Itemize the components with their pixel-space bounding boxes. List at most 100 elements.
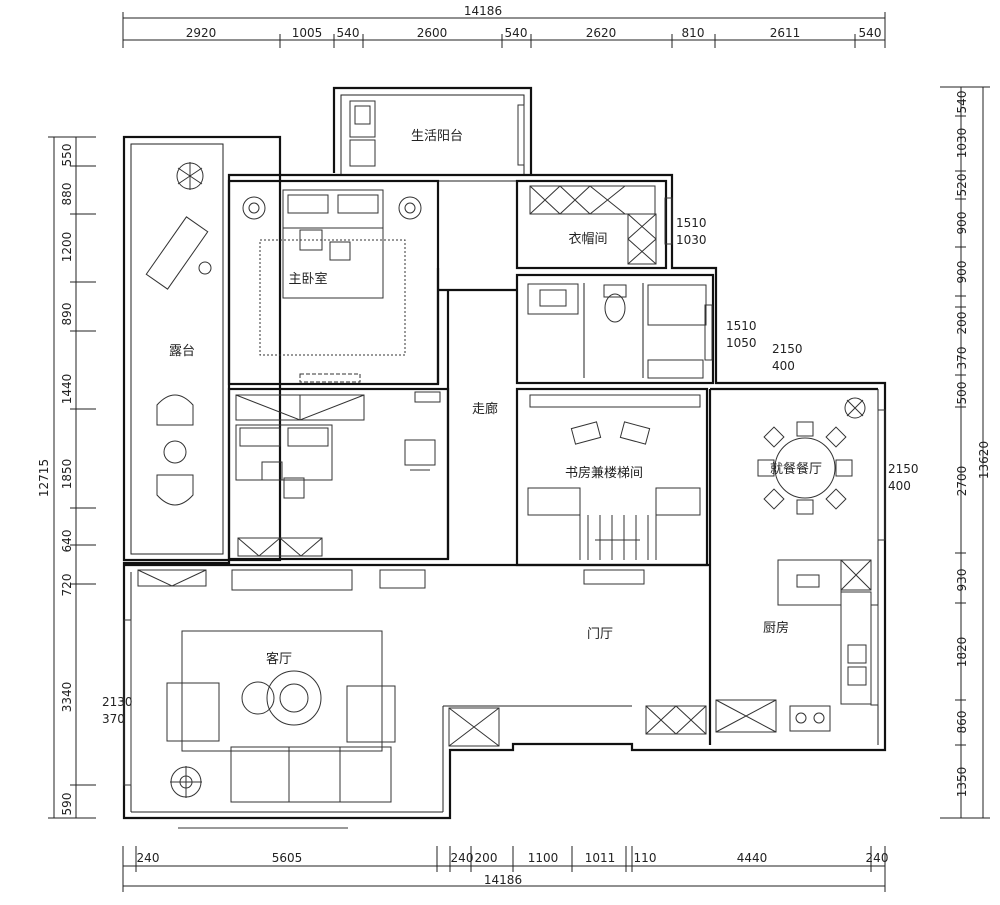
- window-tag-mid-sill: 400: [772, 359, 795, 373]
- sink-icon: [527, 283, 579, 315]
- nightstand-lamp-icon: [242, 196, 266, 220]
- right-dim: 930: [955, 569, 969, 592]
- dining-table-icon: [757, 421, 853, 515]
- top-dim: 2920: [186, 26, 217, 40]
- window-tag-closet-width: 1510: [676, 216, 707, 230]
- window-tag-living-sill: 370: [102, 712, 125, 726]
- sofa-icon: [166, 630, 396, 803]
- nightstand-lamp-icon: [398, 196, 422, 220]
- stove-icon: [789, 705, 831, 732]
- right-dim: 500: [955, 382, 969, 405]
- window-tag-closet-sill: 1030: [676, 233, 707, 247]
- bottom-dim: 200: [475, 851, 498, 865]
- top-dim: 1005: [292, 26, 323, 40]
- lounge-chair-icon: [145, 216, 212, 290]
- bottom-dim: 4440: [737, 851, 768, 865]
- right-dimension-line: 13620 540 1030 520 900 900 200 370 500 2…: [940, 86, 991, 819]
- closet-window: [664, 197, 673, 245]
- wardrobe: [235, 394, 365, 557]
- right-dim: 520: [955, 174, 969, 197]
- top-dimension-line: 14186 2920 1005 540 2600 540 2620 810 26…: [122, 4, 886, 48]
- plant-icon: [176, 162, 204, 190]
- top-dim: 810: [682, 26, 705, 40]
- stairs-icon: [527, 487, 701, 560]
- desk-chair-icon: [404, 439, 436, 471]
- armchair-icon: [570, 421, 651, 445]
- top-dim: 2611: [770, 26, 801, 40]
- bed-icon: [259, 189, 406, 356]
- room-labels: 生活阳台 主卧室 衣帽间 露台 走廊 书房兼楼梯间 就餐餐厅 门厅 厨房 客厅: [169, 129, 822, 667]
- right-dim: 370: [955, 347, 969, 370]
- top-dim: 540: [505, 26, 528, 40]
- window-tag-bath-width: 1510: [726, 319, 757, 333]
- top-dim: 540: [859, 26, 882, 40]
- bottom-dimension-line: 240 5605 240 200 1100 1011 110 4440 240 …: [122, 846, 888, 892]
- top-total-dimension: 14186: [464, 4, 502, 18]
- right-dim: 1820: [955, 637, 969, 668]
- top-dim: 540: [337, 26, 360, 40]
- left-dim: 550: [60, 144, 74, 167]
- bed-icon: [235, 424, 333, 499]
- room-label-study-stairs: 书房兼楼梯间: [565, 465, 643, 481]
- left-dim: 1850: [60, 459, 74, 490]
- bottom-dim: 240: [451, 851, 474, 865]
- room-label-master-bedroom: 主卧室: [288, 271, 327, 287]
- room-label-terrace: 露台: [169, 344, 195, 359]
- room-label-walkin-closet: 衣帽间: [568, 231, 607, 247]
- left-dim: 720: [60, 574, 74, 597]
- living-window: [123, 619, 132, 786]
- room-label-dining: 就餐餐厅: [770, 461, 822, 477]
- right-dim: 860: [955, 711, 969, 734]
- left-dimension-line: 12715 550 880 1200 890 1440 1850 640 720…: [37, 136, 96, 819]
- bottom-dim: 1100: [528, 851, 559, 865]
- top-dim: 2620: [586, 26, 617, 40]
- furniture: [123, 100, 886, 829]
- bookshelf: [529, 394, 701, 408]
- tv-cabinet: [137, 569, 426, 591]
- room-label-kitchen: 厨房: [763, 620, 789, 636]
- desk: [414, 391, 441, 403]
- bottom-dim: 110: [634, 851, 657, 865]
- window-tag-dining-width: 2150: [888, 462, 919, 476]
- dining-window: [877, 409, 886, 541]
- room-label-foyer: 门厅: [587, 627, 613, 642]
- right-dim: 540: [955, 91, 969, 114]
- right-dim: 1350: [955, 767, 969, 798]
- left-dim: 3340: [60, 682, 74, 713]
- kitchen-counter: [777, 559, 872, 705]
- fridge-icon: [715, 699, 777, 733]
- kitchen-window: [870, 604, 879, 706]
- right-dim: 200: [955, 312, 969, 335]
- coffee-table-icon: [241, 670, 322, 726]
- window-tag-mid-width: 2150: [772, 342, 803, 356]
- room-label-laundry-balcony: 生活阳台: [411, 129, 463, 144]
- left-dim: 640: [60, 530, 74, 553]
- left-dim: 1200: [60, 232, 74, 263]
- bottom-dim: 240: [137, 851, 160, 865]
- walls: [122, 86, 887, 820]
- shower-icon: [647, 284, 707, 379]
- left-dim: 1440: [60, 374, 74, 405]
- toilet-icon: [603, 284, 627, 323]
- outdoor-seat-icon: [156, 394, 194, 506]
- left-total-dimension: 12715: [37, 459, 51, 497]
- wardrobe: [299, 373, 361, 383]
- kitchen-sink-icon: [847, 644, 867, 686]
- right-dim: 900: [955, 212, 969, 235]
- plant-icon: [844, 397, 866, 419]
- window-tag-living-width: 2130: [102, 695, 133, 709]
- right-total-dimension: 13620: [977, 441, 991, 479]
- bottom-dim: 5605: [272, 851, 303, 865]
- bath-window: [704, 304, 713, 361]
- right-dim: 2700: [955, 466, 969, 497]
- right-dim: 900: [955, 261, 969, 284]
- bottom-dim: 1011: [585, 851, 616, 865]
- washing-machine-icon: [349, 100, 376, 167]
- right-dim: 1030: [955, 128, 969, 159]
- window-tag-bath-sill: 1050: [726, 336, 757, 350]
- left-dim: 880: [60, 183, 74, 206]
- balcony-window: [517, 104, 525, 166]
- shoe-cabinet: [448, 569, 707, 747]
- floor-lamp-icon: [170, 766, 202, 798]
